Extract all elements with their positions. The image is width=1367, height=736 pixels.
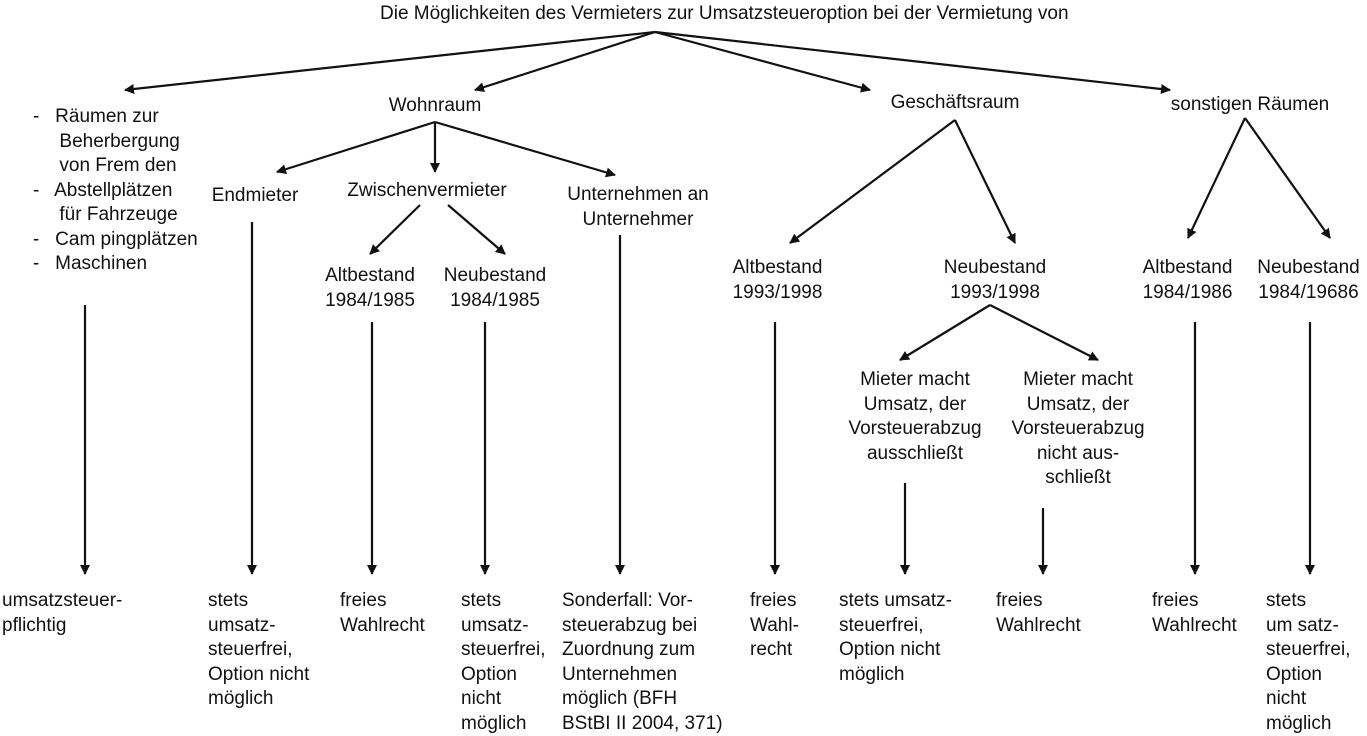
node-zwischenvermieter: Zwischenvermieter	[347, 180, 507, 201]
result-gesch-altbestand: freies Wahl- recht	[750, 590, 799, 660]
diagram-title: Die Möglichkeiten des Vermieters zur Ums…	[380, 3, 1069, 24]
node-unternehmen: Unternehmen an Unternehmer	[567, 184, 709, 230]
result-wohn-neubestand: stets umsatz- steuerfrei, Option nicht m…	[461, 590, 546, 734]
node-wohn-altbestand: Altbestand 1984/1985	[325, 265, 415, 311]
arrow-title-to-other	[124, 30, 656, 94]
result-wohn-altbestand: freies Wahlrecht	[340, 590, 425, 636]
other-rooms-list: - Räumen zur Beherbergung von Frem den -…	[33, 106, 198, 274]
arrow-neubestand-to-mieter-b	[989, 304, 1099, 361]
arrow-wohnraum-to-endmieter	[276, 120, 436, 175]
arrow-title-to-sonstige	[654, 30, 1171, 94]
arrow-wohnraum-to-unternehmen	[434, 120, 616, 178]
node-wohnraum: Wohnraum	[388, 95, 482, 116]
node-endmieter: Endmieter	[211, 185, 299, 206]
arrow-neubestand-to-mieter-a	[899, 304, 991, 361]
result-sonderfall: Sonderfall: Vor- steuerabzug bei Zuordnu…	[562, 590, 723, 734]
node-wohn-neubestand: Neubestand 1984/1985	[443, 265, 547, 311]
arrow-geschaeftsraum-to-altbestand	[789, 119, 956, 244]
arrow-title-to-wohnraum	[474, 30, 656, 92]
node-sonst-altbestand: Altbestand 1984/1986	[1142, 257, 1233, 303]
result-mieter-ausschliesst: stets umsatz- steuerfrei, Option nicht m…	[839, 590, 952, 685]
node-sonst-neubestand: Neubestand 1984/19686	[1257, 257, 1360, 303]
arrow-geschaeftsraum-to-neubestand	[954, 119, 1016, 244]
result-mieter-nicht-ausschliesst: freies Wahlrecht	[996, 590, 1081, 636]
node-sonstige: sonstigen Räumen	[1170, 94, 1330, 115]
node-mieter-ausschliesst: Mieter macht Umsatz, der Vorsteuerabzug …	[848, 369, 982, 464]
result-sonst-altbestand: freies Wahlrecht	[1152, 590, 1237, 636]
node-gesch-altbestand: Altbestand 1993/1998	[732, 257, 823, 303]
result-sonst-neubestand: stets um satz- steuerfrei, Option nicht …	[1266, 590, 1351, 734]
result-endmieter: stets umsatz- steuerfrei, Option nicht m…	[208, 590, 310, 709]
arrow-zwischen-to-neubestand	[447, 204, 506, 255]
result-umsatzsteuerpflichtig: umsatzsteuer- pflichtig	[2, 590, 123, 636]
node-mieter-nicht-ausschliesst: Mieter macht Umsatz, der Vorsteuerabzug …	[1011, 369, 1145, 488]
node-gesch-neubestand: Neubestand 1993/1998	[943, 257, 1047, 303]
arrow-sonstige-to-neubestand	[1244, 117, 1331, 239]
arrow-sonstige-to-altbestand	[1187, 117, 1246, 239]
node-geschaeftsraum: Geschäftsraum	[890, 92, 1020, 113]
arrow-zwischen-to-altbestand	[369, 204, 421, 255]
arrow-title-to-geschaeftsraum	[654, 30, 871, 93]
